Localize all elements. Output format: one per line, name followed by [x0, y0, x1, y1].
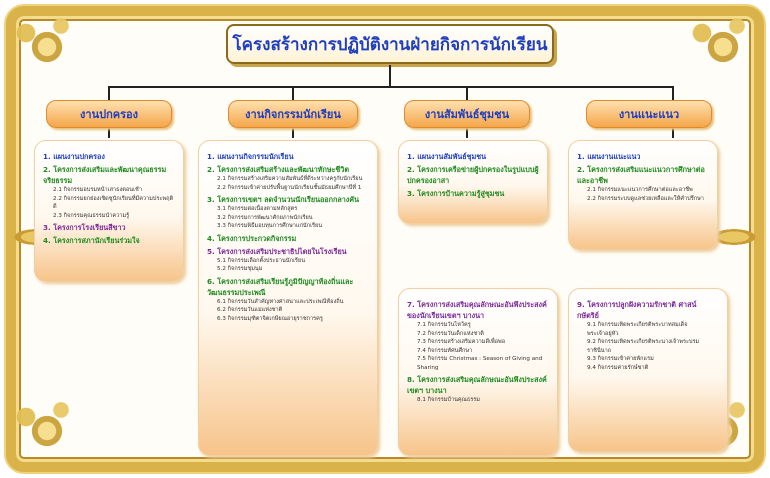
- project-item: 2. โครงการส่งเสริมสร้างและพัฒนาทักษะชีวิ…: [207, 165, 349, 174]
- connector-down: [466, 128, 468, 138]
- box-student-activities: 1. แผนงานกิจกรรมนักเรียน 2. โครงการส่งเสร…: [198, 140, 378, 456]
- activity-item: 6.2 กิจกรรมวันแม่แห่งชาติ: [217, 307, 283, 313]
- project-item: 7. โครงการส่งเสริมคุณลักษณะอันพึงประสงค์…: [407, 300, 547, 320]
- ornament-corner-icon: [12, 396, 82, 466]
- connector-down: [108, 128, 110, 138]
- project-item: 6. โครงการส่งเสริมเรียนรู้ภูมิปัญญาท้องถ…: [207, 276, 354, 297]
- project-item: 2. โครงการส่งเสริมและพัฒนาคุณธรรม จริยธร…: [43, 165, 167, 185]
- project-item: 3. โครงการโรงเรียนสีขาว: [43, 223, 126, 232]
- item-list: 1. แผนงานปกครอง 2. โครงการส่งเสริมและพัฒน…: [43, 151, 175, 246]
- activity-item: 6.1 กิจกรรมวันสำคัญทางศาสนาและประเพณีท้อ…: [217, 298, 344, 305]
- item-list: 1. แผนงานกิจกรรมนักเรียน 2. โครงการส่งเสร…: [207, 151, 369, 323]
- header-guidance: งานแนะแนว: [586, 100, 712, 128]
- activity-item: 7.2 กิจกรรมวันเด็กแห่งชาติ: [417, 330, 484, 337]
- chart-title-box: โครงสร้างการปฏิบัติงานฝ่ายกิจการนักเรียน: [226, 24, 554, 64]
- activity-item: 3.1 กิจกรรมต่อเนื่องตามหลักสูตร: [217, 206, 298, 212]
- activity-item: 5.2 กิจกรรมชุมนุม: [217, 266, 263, 272]
- activity-item: 2.2 กิจกรรมระบบดูแลช่วยเหลือและให้คำปรึก…: [587, 195, 704, 202]
- box-community-relations: 1. แผนงานสัมพันธ์ชุมชน 2. โครงการเครือข่า…: [398, 140, 548, 224]
- activity-item: 3.3 กิจกรรมพิธีมอบทุนการศึกษาแก่นักเรียน: [217, 223, 323, 229]
- project-item: 5. โครงการส่งเสริมประชาธิปไตยในโรงเรียน: [207, 246, 347, 256]
- ornament-corner-icon: [688, 12, 758, 82]
- activity-item: 9.2 กิจกรรมเทิดพระเกียรติพระนางเจ้าพระบร…: [587, 339, 700, 354]
- project-item: 2. โครงการเครือข่ายผู้ปกครองในรูปแบบผู้ป…: [407, 165, 539, 185]
- connector-bar: [108, 86, 674, 88]
- header-label: งานปกครอง: [80, 108, 138, 121]
- project-item: 4. โครงการประกวดกิจกรรม: [207, 233, 297, 243]
- box-guidance: 1. แผนงานแนะแนว 2. โครงการส่งเสริมแนะแนวก…: [568, 140, 718, 250]
- activity-item: 6.3 กิจกรรมมุฑิตาจิตเกษียณอายุราชการครู: [217, 315, 323, 322]
- header-student-activities: งานกิจกรรมนักเรียน: [228, 100, 358, 128]
- activity-item: 9.3 กิจกรรมเข้าค่ายพักแรม: [587, 356, 654, 362]
- ornament-side-icon: [704, 226, 764, 248]
- project-item: 1. แผนงานสัมพันธ์ชุมชน: [407, 152, 487, 161]
- header-label: งานสัมพันธ์ชุมชน: [424, 108, 510, 121]
- activity-item: 2.1 กิจกรรมแนะแนวการศึกษาต่อและอาชีพ: [587, 187, 693, 193]
- project-item: 1. แผนงานปกครอง: [43, 152, 105, 161]
- ornament-corner-icon: [12, 12, 82, 82]
- connector-down: [292, 128, 294, 138]
- project-item: 3. โครงการบ้านความรู้สู่ชุมชน: [407, 189, 505, 198]
- box-community-relations-2: 7. โครงการส่งเสริมคุณลักษณะอันพึงประสงค์…: [398, 288, 558, 456]
- activity-item: 2.2 กิจกรรมยกย่องเชิดชูนักเรียนที่มีความ…: [53, 195, 174, 211]
- box-guidance-2: 9. โครงการปลูกฝังความรักชาติ ศาสน์ กษัตร…: [568, 288, 728, 452]
- project-item: 3. โครงการเขตฯ ลดจำนวนนักเรียนออกกลางคัน: [207, 195, 359, 204]
- item-list: 1. แผนงานแนะแนว 2. โครงการส่งเสริมแนะแนวก…: [577, 151, 709, 203]
- project-item: 1. แผนงานกิจกรรมนักเรียน: [207, 152, 294, 161]
- activity-item: 9.4 กิจกรรมค่ายรักษ์ชาติ: [587, 364, 649, 371]
- activity-item: 7.5 กิจกรรม Christmas : Season of Giving…: [417, 356, 543, 371]
- item-list: 9. โครงการปลูกฝังความรักชาติ ศาสน์ กษัตร…: [577, 299, 719, 372]
- chart-title: โครงสร้างการปฏิบัติงานฝ่ายกิจการนักเรียน: [232, 34, 548, 55]
- connector-drop: [108, 86, 110, 100]
- item-list: 7. โครงการส่งเสริมคุณลักษณะอันพึงประสงค์…: [407, 299, 549, 405]
- connector-drop: [672, 86, 674, 100]
- project-item: 2. โครงการส่งเสริมแนะแนวการศึกษาต่อและอา…: [577, 165, 705, 185]
- activity-item: 9.1 กิจกรรมเทิดพระเกียรติพระบาทสมเด็จพระ…: [587, 322, 688, 337]
- activity-item: 7.3 กิจกรรมสร้างเสริมความดีเพื่อพ่อ: [417, 339, 506, 345]
- connector-trunk: [389, 65, 391, 87]
- project-item: 1. แผนงานแนะแนว: [577, 152, 641, 161]
- project-item: 4. โครงการสภานักเรียนร่วมใจ: [43, 236, 140, 245]
- header-governance: งานปกครอง: [46, 100, 172, 128]
- activity-item: 3.2 กิจกรรมการพัฒนาศักยภาพนักเรียน: [217, 214, 313, 221]
- project-item: 9. โครงการปลูกฝังความรักชาติ ศาสน์ กษัตร…: [577, 300, 697, 320]
- activity-item: 2.1 กิจกรรมอบรมหน้าเสาธงตอนเช้า: [53, 187, 142, 193]
- project-item: 8. โครงการส่งเสริมคุณลักษณะอันพึงประสงค์…: [407, 375, 547, 395]
- connector-drop: [466, 86, 468, 100]
- activity-item: 8.1 กิจกรรมบ้านคุณธรรม: [417, 397, 480, 403]
- activity-item: 2.1 กิจกรรมสร้างเสริมความสัมพันธ์ที่ดีระ…: [217, 176, 363, 182]
- box-governance: 1. แผนงานปกครอง 2. โครงการส่งเสริมและพัฒน…: [34, 140, 184, 282]
- header-label: งานกิจกรรมนักเรียน: [245, 108, 341, 121]
- activity-item: 7.1 กิจกรรมวันไหว้ครู: [417, 322, 471, 328]
- connector-down: [672, 128, 674, 138]
- activity-item: 7.4 กิจกรรมทัศนศึกษา: [417, 347, 473, 354]
- header-label: งานแนะแนว: [618, 108, 680, 121]
- activity-item: 2.3 กิจกรรมคุณธรรมนำความรู้: [53, 212, 130, 219]
- connector-drop: [292, 86, 294, 100]
- header-community-relations: งานสัมพันธ์ชุมชน: [404, 100, 530, 128]
- activity-item: 5.1 กิจกรรมเลือกตั้งประธานนักเรียน: [217, 257, 306, 264]
- item-list: 1. แผนงานสัมพันธ์ชุมชน 2. โครงการเครือข่า…: [407, 151, 539, 199]
- activity-item: 2.2 กิจกรรมเข้าค่ายปรับพื้นฐานนักเรียนชั…: [217, 184, 362, 191]
